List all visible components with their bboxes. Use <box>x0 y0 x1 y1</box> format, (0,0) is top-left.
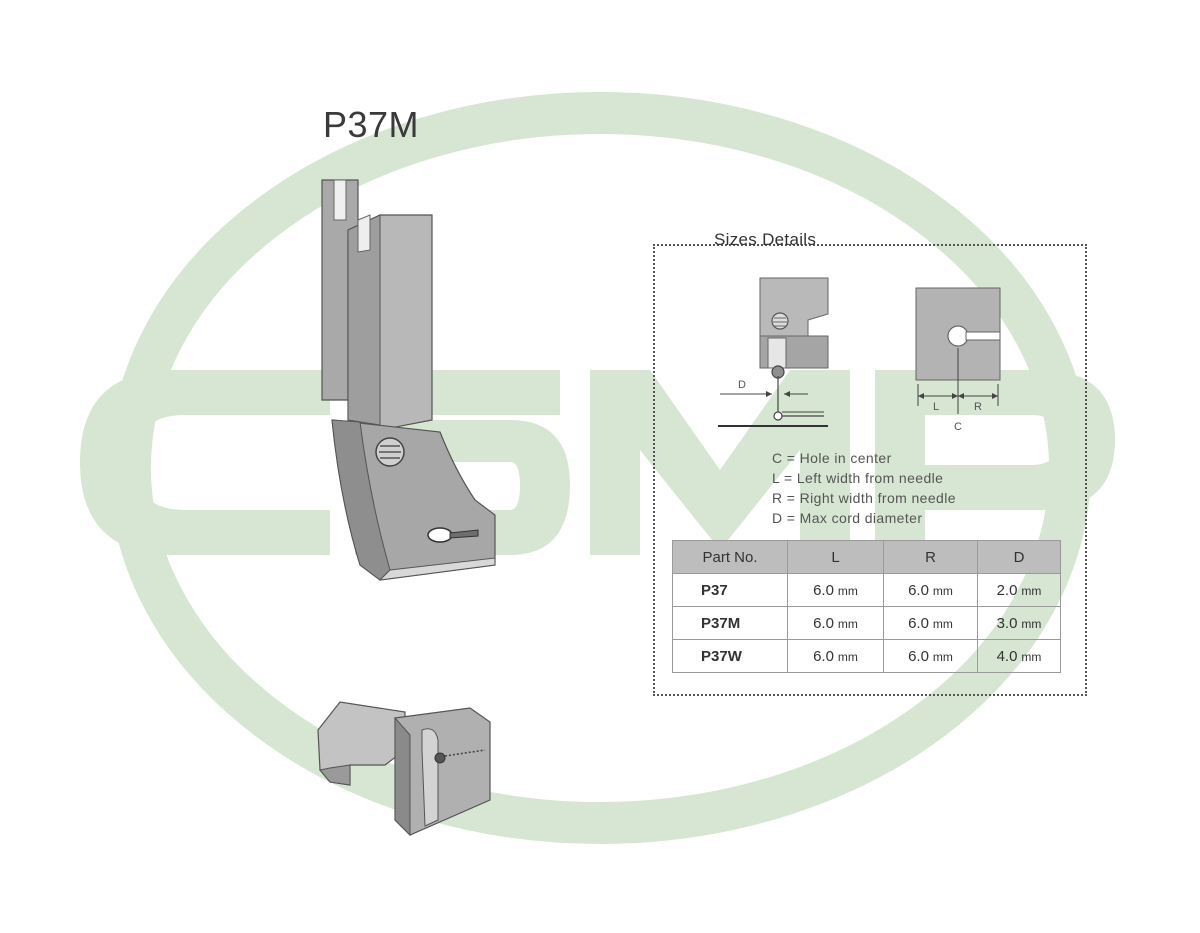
cell-part: P37M <box>672 606 788 640</box>
legend-left-width: L = Left width from needle <box>772 470 944 486</box>
presser-foot-sole-illustration <box>317 701 491 837</box>
header-l: L <box>787 540 884 574</box>
presser-foot-illustration <box>321 179 496 581</box>
header-part-no: Part No. <box>672 540 788 574</box>
legend-hole-center: C = Hole in center <box>772 450 892 466</box>
cell-part: P37 <box>672 573 788 607</box>
diagram-label-l: L <box>933 401 939 413</box>
diagram-label-r: R <box>974 401 982 413</box>
legend-max-cord: D = Max cord diameter <box>772 510 923 526</box>
header-r: R <box>883 540 978 574</box>
diagram-label-c: C <box>954 421 962 433</box>
diagram-label-d: D <box>738 379 746 391</box>
legend-right-width: R = Right width from needle <box>772 490 956 506</box>
cell-part: P37W <box>672 639 788 673</box>
header-d: D <box>977 540 1061 574</box>
product-title: P37M <box>323 104 420 145</box>
table-header-row: Part No. L R D <box>672 540 1061 574</box>
side-view-diagram: D <box>718 277 829 427</box>
sizes-details-title: Sizes Details <box>714 230 817 249</box>
front-view-diagram: L R C <box>915 287 1001 433</box>
sizes-details-box <box>653 244 1087 696</box>
